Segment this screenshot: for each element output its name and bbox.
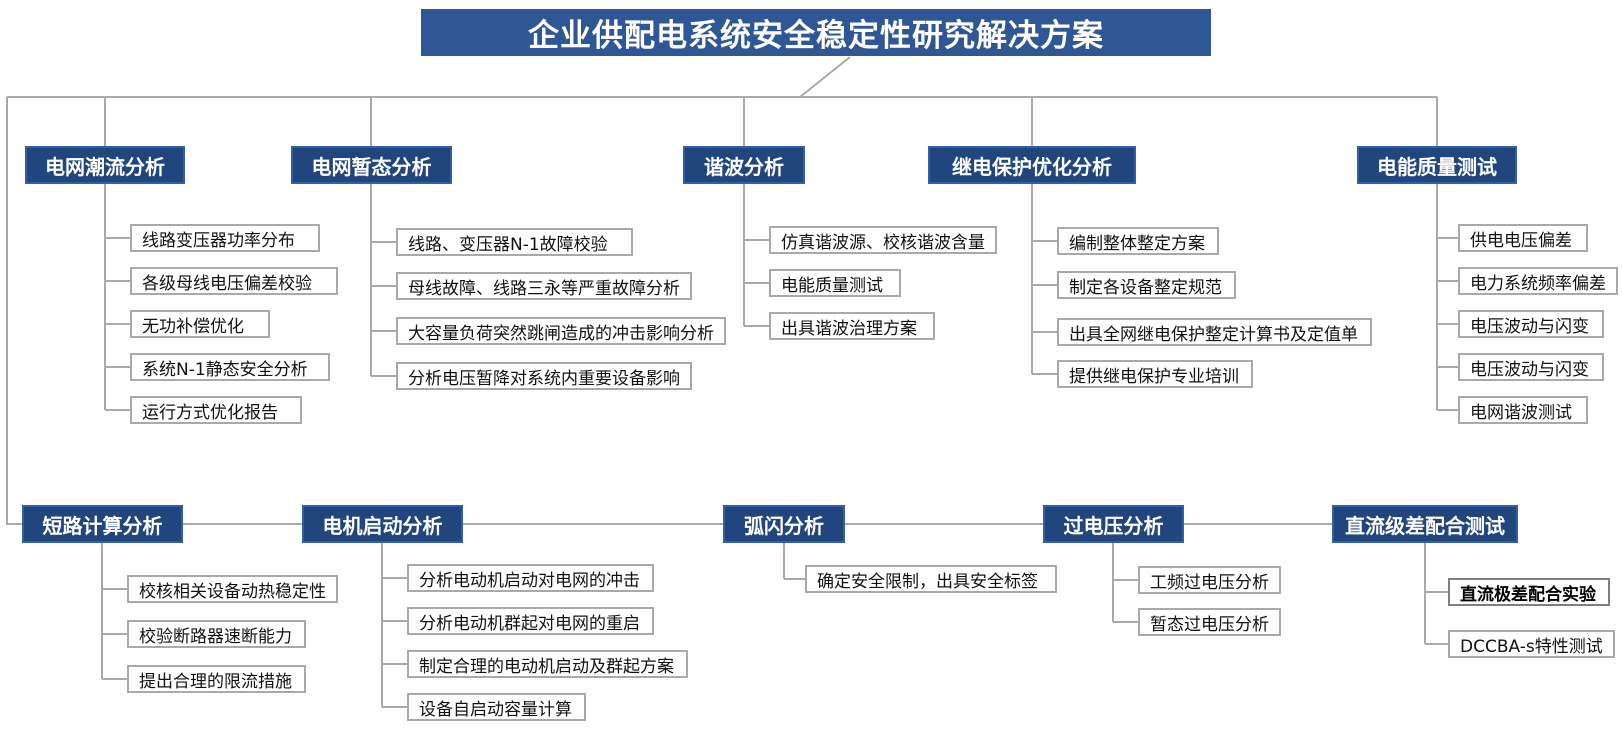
tree-item: 电力系统频率偏差 <box>1458 267 1618 295</box>
tree-item: 分析电动机启动对电网的冲击 <box>407 564 654 592</box>
tree-item: 母线故障、线路三永等严重故障分析 <box>396 272 692 300</box>
group-header-power-quality-test: 电能质量测试 <box>1357 146 1517 184</box>
group-header-arc-flash-analysis: 弧闪分析 <box>723 505 845 543</box>
tree-item: DCCBA-s特性测试 <box>1448 630 1615 658</box>
diagram-title: 企业供配电系统安全稳定性研究解决方案 <box>421 9 1211 56</box>
tree-item: 分析电动机群起对电网的重启 <box>407 607 654 635</box>
tree-item: 提供继电保护专业培训 <box>1057 360 1253 388</box>
tree-item: 系统N-1静态安全分析 <box>130 353 330 381</box>
tree-item: 工频过电压分析 <box>1138 566 1281 594</box>
tree-item: 电压波动与闪变 <box>1458 310 1604 338</box>
group-header-overvoltage-analysis: 过电压分析 <box>1043 505 1184 543</box>
tree-item: 提出合理的限流措施 <box>127 665 306 693</box>
tree-item-emphasized: 直流极差配合实验 <box>1448 578 1610 606</box>
tree-item: 编制整体整定方案 <box>1057 227 1219 255</box>
group-header-motor-starting-analysis: 电机启动分析 <box>302 505 463 543</box>
tree-item: 线路、变压器N-1故障校验 <box>396 228 633 256</box>
tree-item: 分析电压暂降对系统内重要设备影响 <box>396 362 692 390</box>
tree-item: 制定合理的电动机启动及群起方案 <box>407 650 688 678</box>
tree-item: 供电电压偏差 <box>1458 224 1588 252</box>
tree-item: 无功补偿优化 <box>130 310 270 338</box>
tree-item: 出具谐波治理方案 <box>769 312 935 340</box>
tree-item: 大容量负荷突然跳闸造成的冲击影响分析 <box>396 317 726 345</box>
tree-item: 暂态过电压分析 <box>1138 608 1281 636</box>
group-header-power-flow-analysis: 电网潮流分析 <box>25 146 185 184</box>
tree-item: 设备自启动容量计算 <box>407 693 586 721</box>
tree-item: 电网谐波测试 <box>1458 396 1588 424</box>
group-header-transient-analysis: 电网暂态分析 <box>291 146 452 184</box>
tree-item: 电能质量测试 <box>769 269 901 297</box>
tree-item: 出具全网继电保护整定计算书及定值单 <box>1057 318 1372 346</box>
group-header-harmonic-analysis: 谐波分析 <box>683 146 805 184</box>
group-header-relay-protection-analysis: 继电保护优化分析 <box>928 146 1136 184</box>
tree-item: 各级母线电压偏差校验 <box>130 267 338 295</box>
tree-item: 制定各设备整定规范 <box>1057 271 1236 299</box>
tree-item: 运行方式优化报告 <box>130 396 302 424</box>
tree-item: 校核相关设备动热稳定性 <box>127 575 338 603</box>
tree-item: 线路变压器功率分布 <box>130 224 320 252</box>
tree-item: 电压波动与闪变 <box>1458 353 1604 381</box>
tree-item: 确定安全限制，出具安全标签 <box>805 565 1057 593</box>
group-header-dc-selectivity-test: 直流级差配合测试 <box>1332 505 1518 543</box>
tree-item: 校验断路器速断能力 <box>127 620 306 648</box>
tree-item: 仿真谐波源、校核谐波含量 <box>769 226 997 254</box>
group-header-short-circuit-analysis: 短路计算分析 <box>22 505 183 543</box>
